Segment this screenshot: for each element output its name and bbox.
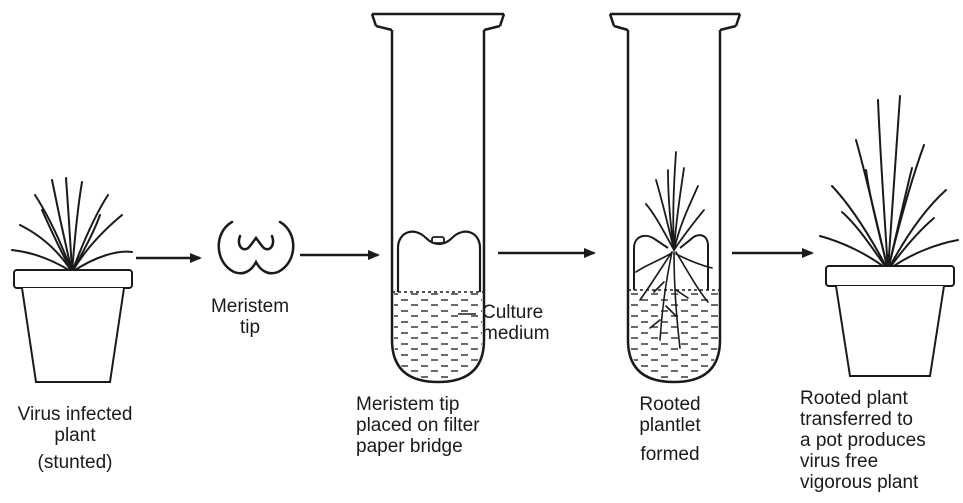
label-rooted-plant-transferred-line5: vigorous plant <box>800 472 926 493</box>
label-rooted-plantlet-line1: Rooted <box>610 394 730 415</box>
label-rooted-plantlet-line3: formed <box>610 444 730 465</box>
culture-medium-fill-3 <box>394 292 482 380</box>
label-culture-medium: Culture medium <box>482 302 550 344</box>
label-meristem-tip-placed: Meristem tip placed on filter paper brid… <box>356 394 480 457</box>
label-culture-medium-line1: Culture <box>482 302 550 323</box>
culture-medium-fill-4 <box>630 290 718 380</box>
test-tube-with-rooted-plantlet <box>610 14 740 382</box>
meristem-tip-illustration <box>219 222 294 273</box>
label-virus-infected-plant: Virus infected plant (stunted) <box>0 404 150 473</box>
stunted-plant-leaves <box>12 178 132 272</box>
label-meristem-tip-line2: tip <box>190 317 310 338</box>
test-tube-4-rim <box>610 14 740 30</box>
label-rooted-plant-transferred-line1: Rooted plant <box>800 388 926 409</box>
stunted-plant-pot <box>14 270 132 382</box>
label-meristem-tip-placed-line2: placed on filter <box>356 415 480 436</box>
label-rooted-plant-transferred-line2: transferred to <box>800 409 926 430</box>
label-rooted-plantlet-line2: plantlet <box>610 415 730 436</box>
label-virus-infected-plant-line2: plant <box>0 425 150 446</box>
label-meristem-tip-line1: Meristem <box>190 296 310 317</box>
label-virus-infected-plant-line3: (stunted) <box>0 452 150 473</box>
label-rooted-plant-transferred-line4: virus free <box>800 451 926 472</box>
label-rooted-plant-transferred: Rooted plant transferred to a pot produc… <box>800 388 926 493</box>
label-culture-medium-line2: medium <box>482 323 550 344</box>
test-tube-3-rim <box>372 14 504 30</box>
label-meristem-tip: Meristem tip <box>190 296 310 338</box>
vigorous-plant-pot <box>826 266 954 376</box>
meristem-on-bridge <box>432 237 444 243</box>
vigorous-plant-illustration <box>820 96 958 376</box>
label-rooted-plantlet: Rooted plantlet formed <box>610 394 730 465</box>
label-virus-infected-plant-line1: Virus infected <box>0 404 150 425</box>
vigorous-plant-leaves <box>820 96 958 270</box>
label-rooted-plant-transferred-line3: a pot produces <box>800 430 926 451</box>
label-meristem-tip-placed-line3: paper bridge <box>356 436 480 457</box>
stunted-plant-illustration <box>12 178 132 382</box>
label-meristem-tip-placed-line1: Meristem tip <box>356 394 480 415</box>
